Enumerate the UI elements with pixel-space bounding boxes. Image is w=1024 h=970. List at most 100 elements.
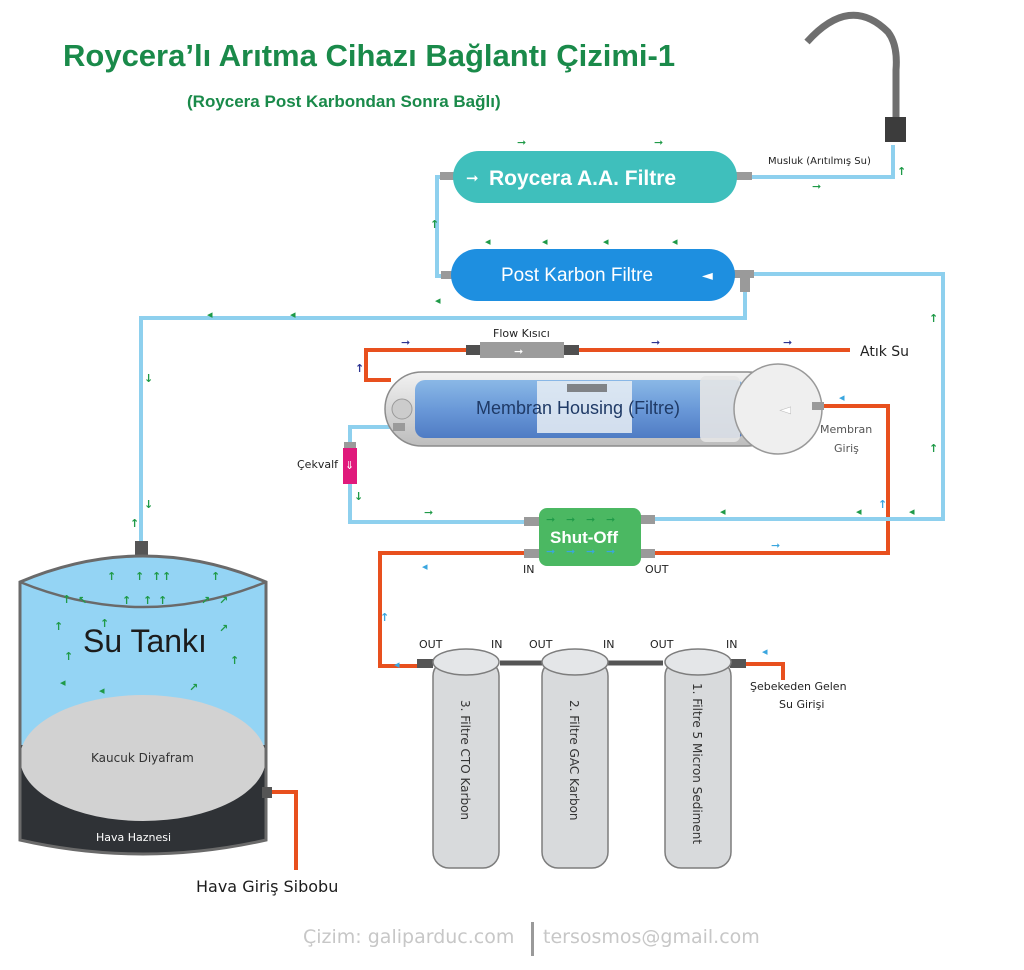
svg-text:➞: ➞: [566, 513, 575, 526]
post-carbon-filter-label: Post Karbon Filtre: [501, 265, 653, 286]
svg-text:↑: ↑: [158, 594, 167, 607]
mains-inlet-label: Şebekeden Gelen: [750, 680, 847, 693]
svg-text:◂: ◂: [672, 235, 678, 248]
post-carbon-arrow-icon: ◄: [702, 268, 713, 284]
svg-text:➞: ➞: [546, 545, 555, 558]
flow-arrows: ➞➞ ➞ ↑↑ ◂◂◂◂ ◂◂◂ ↓↓ ➞↓ ↑↑ ◂◂◂ ➞➞➞➞ ↑ ↑↑↑…: [54, 136, 938, 697]
footer-credit: Çizim: galiparduc.com: [303, 926, 515, 948]
footer-email: tersosmos@gmail.com: [543, 926, 760, 948]
svg-text:↑: ↑: [100, 617, 109, 630]
svg-text:↑: ↑: [897, 165, 906, 178]
svg-text:↑: ↑: [929, 312, 938, 325]
green-flow-arrows: ➞➞ ➞ ↑↑ ◂◂◂◂ ◂◂◂ ↓↓ ➞↓ ↑↑ ◂◂◂ ➞➞➞➞ ↑ ↑↑↑…: [54, 136, 938, 697]
svg-text:➞: ➞: [401, 336, 410, 349]
svg-text:◂: ◂: [485, 235, 491, 248]
svg-text:➞: ➞: [606, 513, 615, 526]
membrane-cap: [733, 363, 823, 455]
filter3-to-shutoff-pipe: [378, 551, 530, 668]
roycera-to-faucet-pipe: [737, 145, 895, 179]
membrane-arrow-icon: ◄: [780, 402, 791, 418]
svg-text:➞: ➞: [771, 539, 780, 552]
mains-inlet-label-2: Su Girişi: [779, 698, 824, 711]
svg-text:➞: ➞: [546, 513, 555, 526]
svg-text:↑: ↑: [54, 620, 63, 633]
check-valve: ⇓ Çekvalf: [297, 442, 357, 484]
filter1-label: 1. Filtre 5 Micron Sediment: [690, 683, 704, 844]
svg-text:➞: ➞: [783, 336, 792, 349]
svg-text:➞: ➞: [651, 336, 660, 349]
svg-text:↑: ↑: [122, 594, 131, 607]
svg-text:◂: ◂: [909, 505, 915, 518]
svg-text:◂: ◂: [435, 294, 441, 307]
roycera-filter-label: Roycera A.A. Filtre: [489, 167, 676, 190]
waste-water-label: Atık Su: [860, 344, 909, 360]
tank-diaphragm: [20, 695, 266, 821]
svg-text:◂: ◂: [422, 560, 428, 573]
check-valve-arrow-icon: ⇓: [345, 459, 354, 472]
filter3-out-label: OUT: [419, 638, 443, 651]
shutoff-to-membrane-pipe: [650, 404, 890, 555]
filter2-label: 2. Filtre GAC Karbon: [567, 700, 581, 821]
svg-text:➞: ➞: [517, 136, 526, 149]
svg-text:➞: ➞: [654, 136, 663, 149]
filter2-out-label: OUT: [529, 638, 553, 651]
diaphragm-label: Kaucuk Diyafram: [91, 751, 194, 765]
svg-text:↗: ↗: [189, 681, 198, 694]
svg-text:↗: ↗: [219, 622, 228, 635]
svg-text:↑: ↑: [152, 570, 161, 583]
filter-1-sediment: 1. Filtre 5 Micron Sediment: [664, 648, 746, 869]
svg-text:↖: ↖: [78, 594, 87, 607]
svg-text:➞: ➞: [566, 545, 575, 558]
diagram-title: Roycera’lı Arıtma Cihazı Bağlantı Çizimi…: [63, 38, 676, 73]
svg-text:◂: ◂: [839, 391, 845, 404]
svg-text:↗: ↗: [219, 594, 228, 607]
blue-flow-arrows: ➞↑◂ ◂↑ ◂◂ ➞➞➞➞: [380, 391, 887, 671]
water-tank: Su Tankı Kaucuk Diyafram Hava Haznesi: [18, 541, 272, 856]
svg-text:↑: ↑: [62, 593, 71, 606]
flow-arrow-icon: ➞: [514, 345, 523, 358]
svg-text:↓: ↓: [354, 490, 363, 503]
svg-text:◂: ◂: [60, 676, 66, 689]
svg-text:➞: ➞: [606, 545, 615, 558]
tank-pipe: [139, 278, 747, 545]
svg-text:↓: ↓: [144, 372, 153, 385]
membrane-housing-label: Membran Housing (Filtre): [476, 398, 680, 418]
svg-text:➞: ➞: [586, 545, 595, 558]
svg-text:↑: ↑: [130, 517, 139, 530]
filter1-in-label: IN: [726, 638, 737, 651]
navy-flow-arrows: ➞➞➞ ↑: [355, 336, 792, 375]
svg-text:➞: ➞: [424, 506, 433, 519]
post-carbon-filter: Post Karbon Filtre ◄: [441, 249, 754, 301]
svg-text:↗: ↗: [201, 594, 210, 607]
air-valve-label: Hava Giriş Sibobu: [196, 877, 338, 896]
svg-text:◂: ◂: [99, 684, 105, 697]
diagram-subtitle: (Roycera Post Karbondan Sonra Bağlı): [187, 92, 501, 111]
waste-water-pipe: [364, 348, 850, 382]
svg-text:↑: ↑: [380, 611, 389, 624]
svg-text:↑: ↑: [878, 498, 887, 511]
svg-text:↑: ↑: [211, 570, 220, 583]
filter2-in-label: IN: [603, 638, 614, 651]
membrane-inlet-label-2: Giriş: [834, 442, 859, 455]
membrane-housing: ◄ Membran Housing (Filtre): [384, 363, 824, 455]
svg-text:➞: ➞: [586, 513, 595, 526]
filter-port-labels: OUT IN OUT IN OUT IN: [419, 638, 737, 651]
shutoff-to-postcarbon-pipe: [650, 272, 945, 521]
filter3-in-label: IN: [491, 638, 502, 651]
svg-text:↑: ↑: [430, 218, 439, 231]
shutoff-in-label: IN: [523, 563, 534, 576]
raw-water-pipes: [268, 348, 890, 870]
faucet: [804, 11, 906, 142]
faucet-label: Musluk (Arıtılmış Su): [768, 156, 871, 167]
svg-text:↑: ↑: [162, 570, 171, 583]
air-chamber-label: Hava Haznesi: [96, 831, 171, 844]
svg-text:◂: ◂: [762, 645, 768, 658]
filter-2-gac: 2. Filtre GAC Karbon: [541, 648, 609, 869]
svg-text:↓: ↓: [144, 498, 153, 511]
svg-text:↑: ↑: [135, 570, 144, 583]
roycera-filter: ➞ Roycera A.A. Filtre: [440, 151, 752, 203]
tank-label: Su Tankı: [83, 623, 207, 659]
svg-text:↑: ↑: [230, 654, 239, 667]
shutoff-label: Shut-Off: [550, 528, 618, 547]
